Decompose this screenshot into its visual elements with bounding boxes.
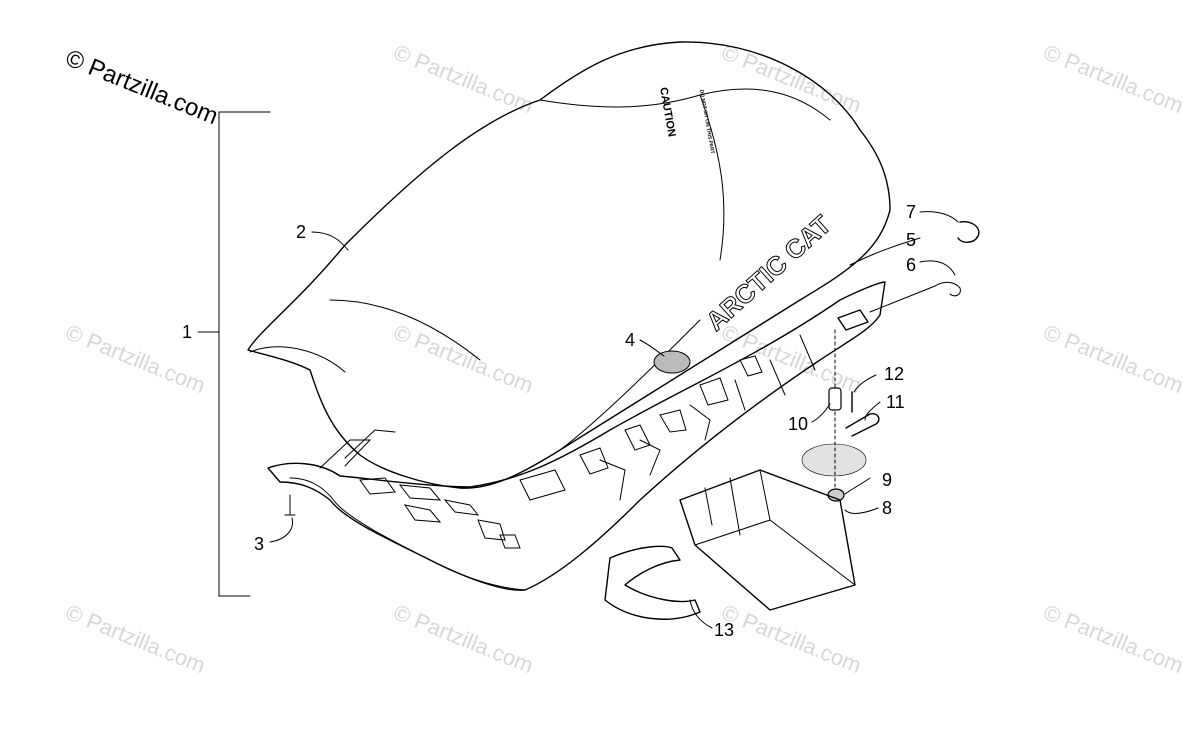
- watermark: © Partzilla.com: [1040, 319, 1187, 398]
- ring-clip: [957, 221, 980, 243]
- callout-11: 11: [886, 392, 905, 412]
- brand-decal: ARCTIC CAT: [700, 209, 837, 336]
- patch-decal: [653, 350, 691, 374]
- callout-1: 1: [182, 322, 192, 342]
- leader-lines: [269, 211, 959, 629]
- copyright-text: © Partzilla.com: [62, 45, 222, 131]
- hook-spring: [869, 281, 961, 313]
- watermark: © Partzilla.com: [1040, 599, 1187, 678]
- callout-2: 2: [296, 222, 306, 242]
- watermark: © Partzilla.com: [390, 319, 537, 398]
- washer-disk: [801, 411, 867, 489]
- watermark-layer: © Partzilla.com © Partzilla.com © Partzi…: [62, 39, 1187, 678]
- foam-block: [679, 469, 856, 611]
- watermark: © Partzilla.com: [1040, 39, 1187, 118]
- watermark: © Partzilla.com: [390, 599, 537, 678]
- callout-6: 6: [906, 255, 916, 275]
- callout-10: 10: [788, 414, 808, 434]
- callouts: 1 2 3 4 5 6 7 8 9 10 11 12 13: [182, 202, 916, 640]
- callout-5: 5: [906, 230, 916, 250]
- callout-13: 13: [714, 620, 734, 640]
- assembly-bracket: [197, 111, 271, 597]
- watermark: © Partzilla.com: [390, 39, 537, 118]
- caution-decal-title: CAUTION: [657, 86, 678, 137]
- watermark: © Partzilla.com: [718, 599, 865, 678]
- caution-decal-text: DO NOT SIT ON THIS PART: [698, 89, 715, 154]
- fastener: [284, 494, 296, 516]
- retaining-clip: [845, 412, 880, 437]
- callout-4: 4: [625, 330, 635, 350]
- seat-base: [267, 281, 886, 591]
- callout-3: 3: [254, 534, 264, 554]
- latch-bracket: [837, 309, 869, 331]
- callout-8: 8: [882, 498, 892, 518]
- velcro-strap: [604, 545, 701, 620]
- callout-7: 7: [906, 202, 916, 222]
- callout-9: 9: [882, 470, 892, 490]
- callout-12: 12: [884, 364, 904, 384]
- latch-pin: [828, 329, 842, 411]
- watermark: © Partzilla.com: [62, 599, 209, 678]
